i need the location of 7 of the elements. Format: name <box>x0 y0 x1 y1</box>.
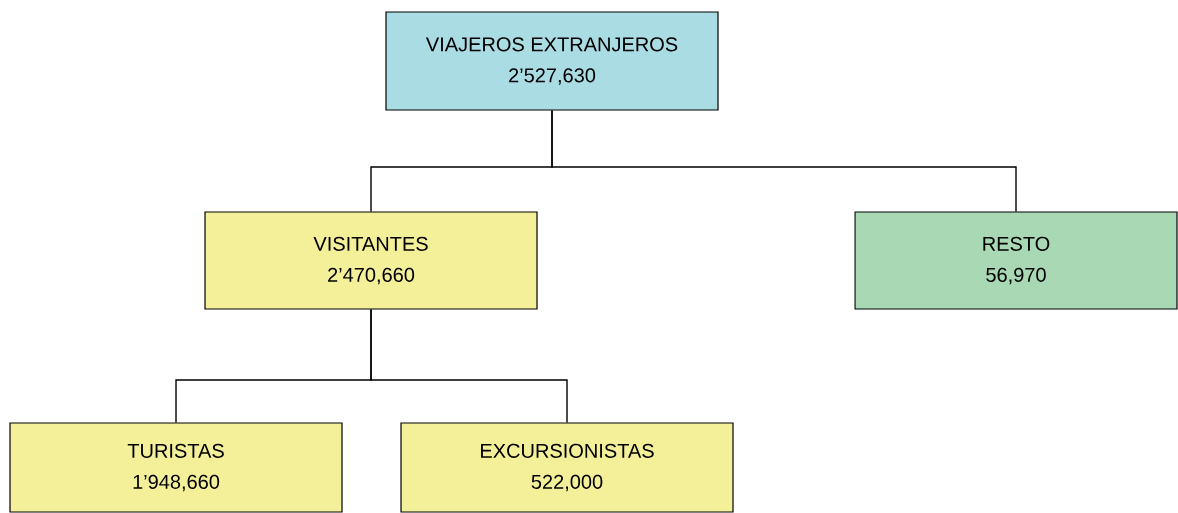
connector-line <box>370 308 568 424</box>
box: EXCURSIONISTAS 522,000 <box>400 422 734 513</box>
box: VISITANTES 2’470,660 <box>204 211 538 310</box>
connector-line <box>551 109 1017 213</box>
box: RESTO 56,970 <box>854 211 1178 310</box>
box: TURISTAS 1’948,660 <box>9 422 343 513</box>
box: VIAJEROS EXTRANJEROS 2’527,630 <box>385 11 719 111</box>
